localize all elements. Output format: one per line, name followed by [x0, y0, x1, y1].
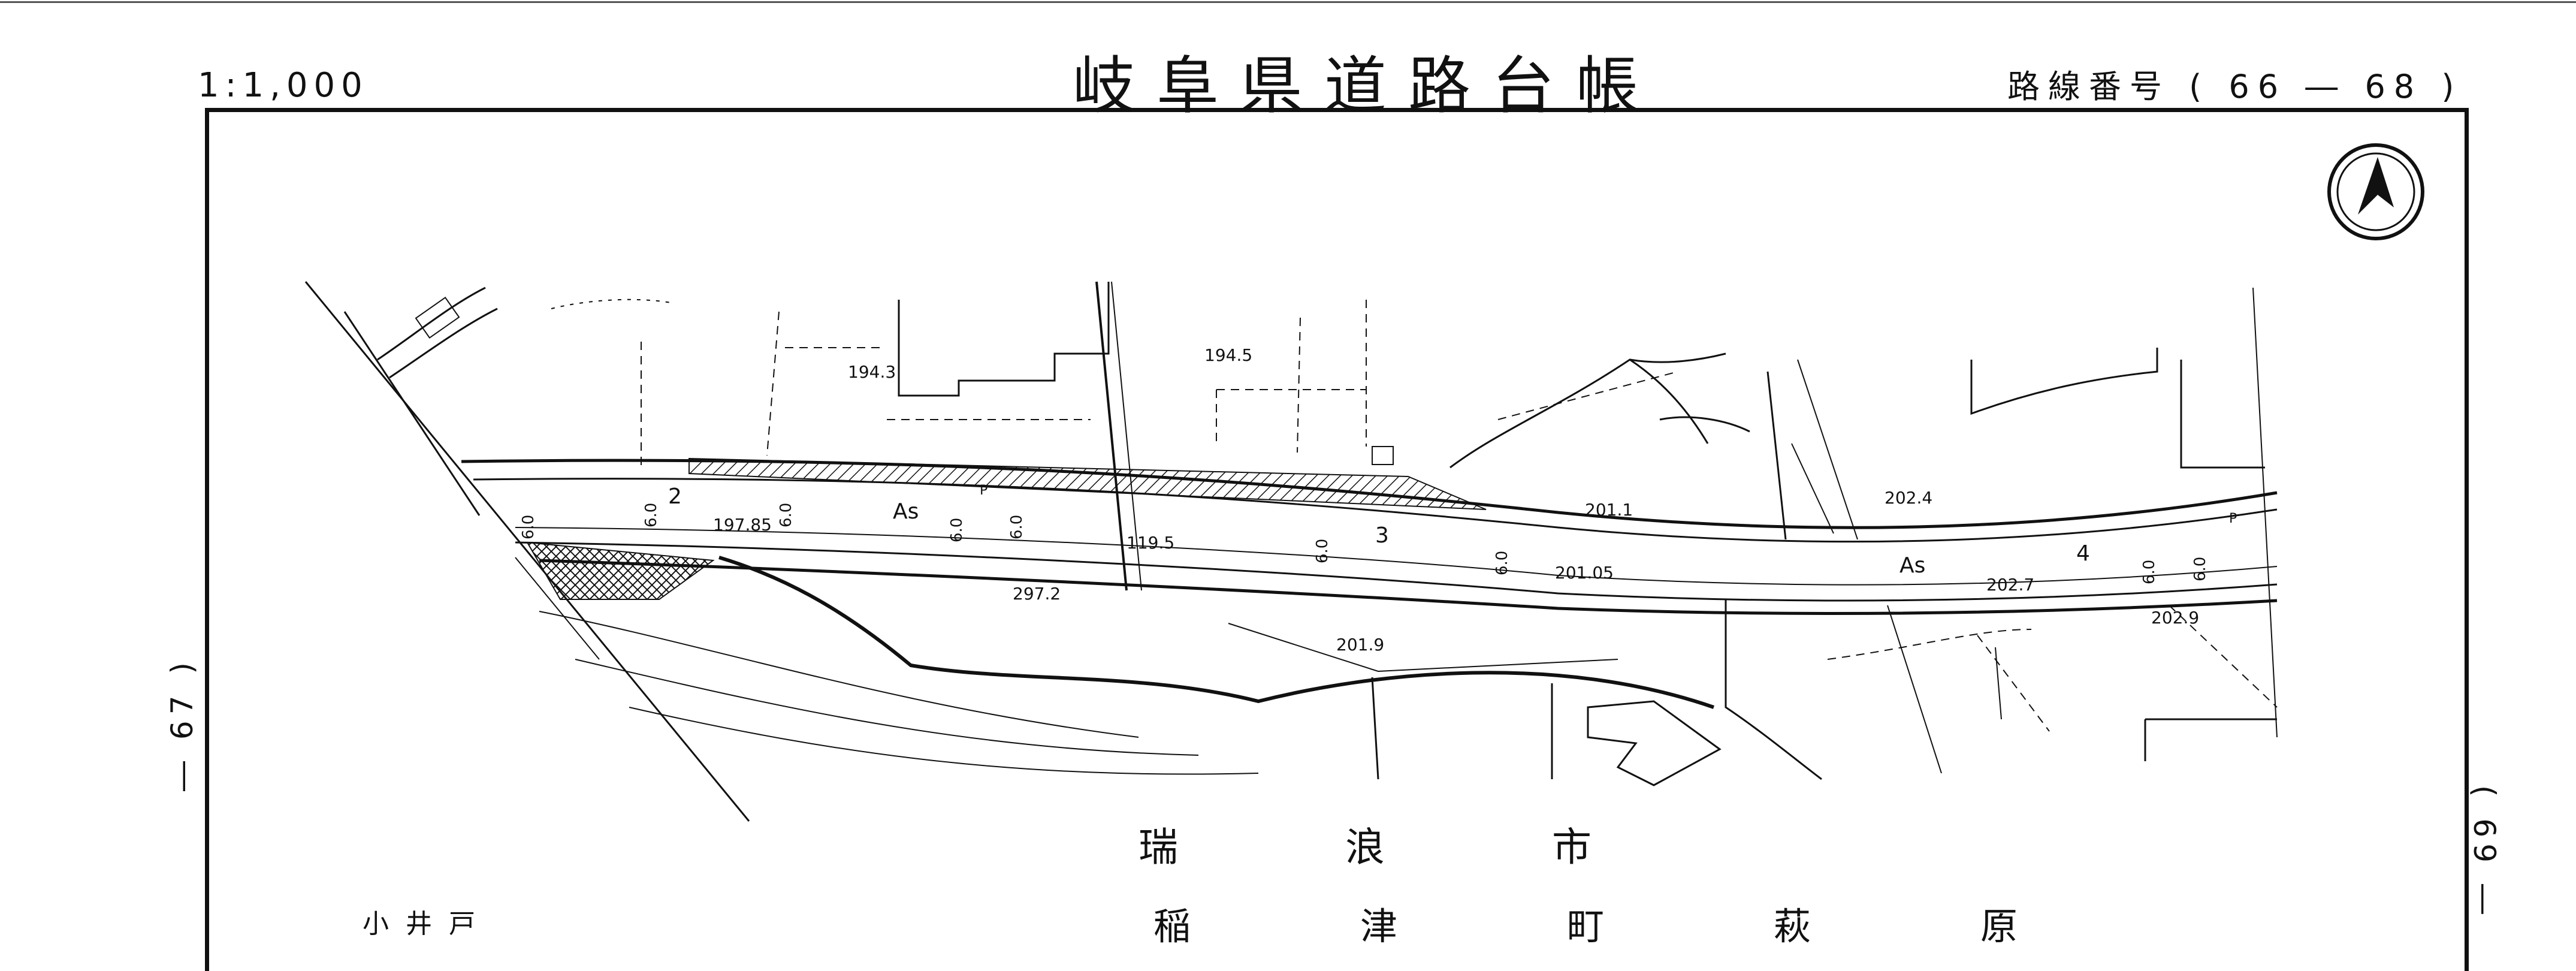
river-bank	[718, 556, 1714, 709]
elevation-label: 201.9	[1336, 635, 1384, 655]
sheet-top-edge	[0, 1, 2576, 3]
width-label: 6.0	[520, 515, 537, 539]
town-name: 稲津町萩原	[1153, 904, 2018, 948]
width-label: 6.0	[2140, 560, 2158, 584]
elevation-label: 202.7	[1986, 575, 2034, 595]
elevation-label: 194.5	[1204, 345, 1252, 365]
road-map-drawing: 194.3 194.5 201.1 202.4 197.85 119.5 201…	[304, 143, 2424, 822]
section-number: 2	[668, 484, 682, 509]
width-label: 6.0	[2191, 557, 2209, 581]
width-label: 6.0	[642, 503, 660, 527]
building-outline	[1587, 700, 1722, 786]
map-frame	[205, 108, 2469, 971]
width-label: 6.0	[948, 518, 966, 542]
pole-marker: P	[980, 483, 987, 498]
road-centerline	[515, 527, 2278, 586]
district-name: 小井戸	[363, 909, 492, 939]
elevation-label: 197.85	[713, 515, 772, 535]
width-label: 6.0	[777, 503, 795, 527]
crosshatch-block	[526, 541, 715, 600]
elevation-label: 202.9	[2151, 608, 2199, 628]
road-edge-south	[515, 541, 2278, 602]
elevation-label: 194.3	[848, 362, 896, 382]
pavement-label: As	[893, 499, 919, 524]
elevation-label: 201.1	[1585, 500, 1633, 520]
hatched-strip	[688, 457, 1487, 510]
width-label: 6.0	[1008, 515, 1026, 539]
elevation-label: 297.2	[1013, 584, 1061, 604]
elevation-label: 202.4	[1885, 488, 1932, 508]
section-number: 3	[1375, 523, 1389, 548]
map-scale: 1:1,000	[198, 66, 369, 105]
elevation-label: 201.05	[1555, 563, 1614, 583]
pole-marker: P	[2229, 511, 2237, 526]
route-number: 路線番号 ( 66 ― 68 )	[2007, 68, 2463, 105]
road-edge-north	[473, 478, 2278, 543]
building-outline	[898, 282, 1110, 397]
pavement-label: As	[1899, 553, 1925, 578]
road-edge-south-outer	[539, 559, 2278, 616]
width-label: 6.0	[1313, 539, 1331, 563]
elevation-label: 119.5	[1127, 533, 1174, 553]
north-arrow-icon	[2327, 143, 2424, 240]
city-name: 瑞浪市	[1138, 824, 1591, 870]
width-label: 6.0	[1493, 551, 1511, 575]
section-number: 4	[2076, 541, 2090, 566]
